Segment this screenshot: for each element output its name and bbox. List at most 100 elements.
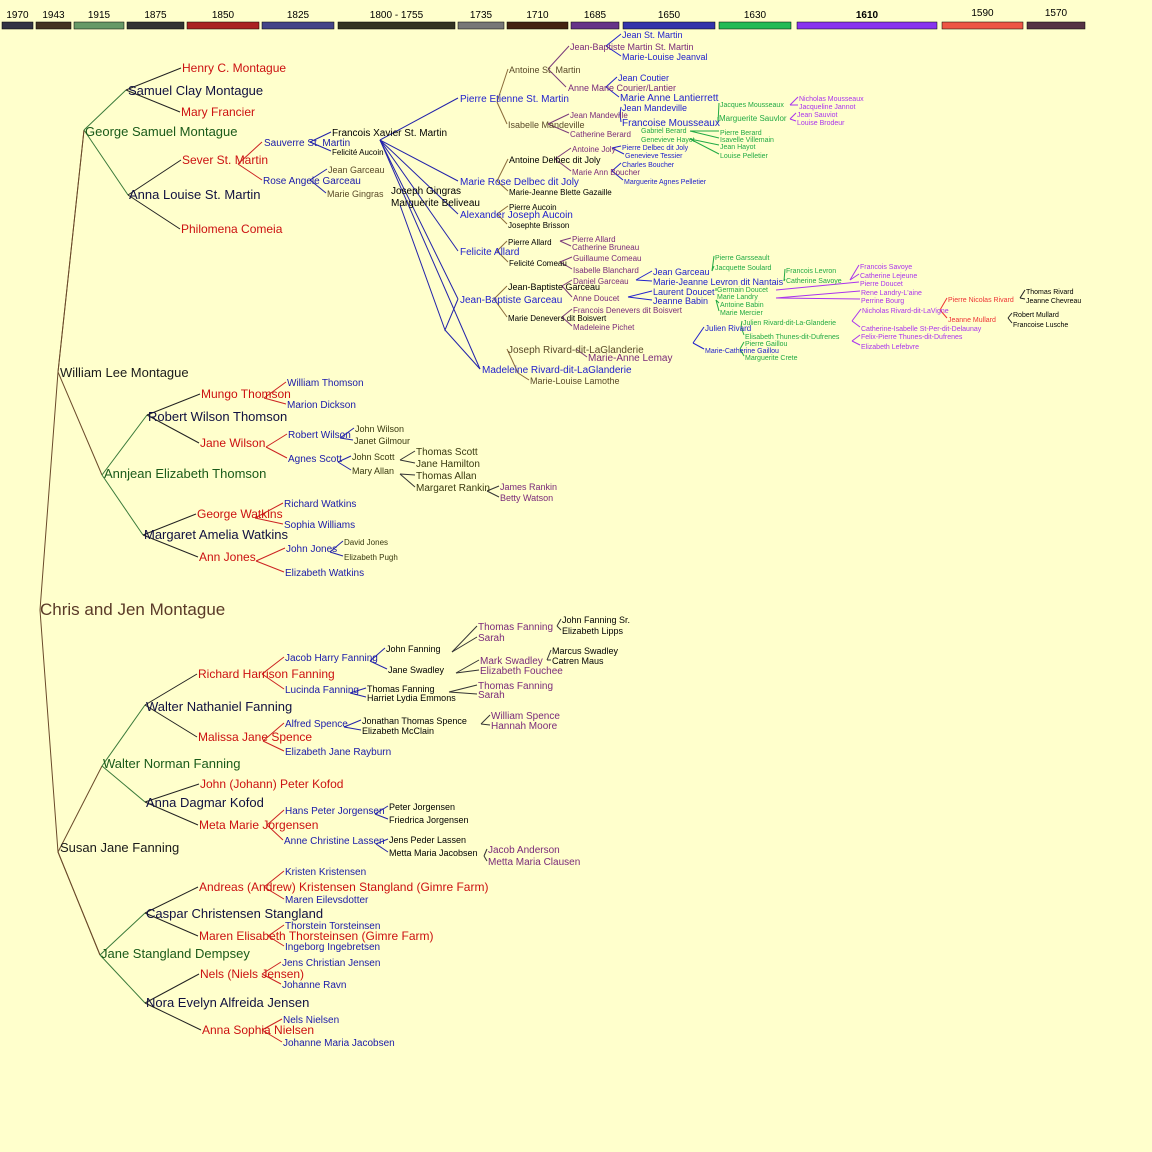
person-astm: Antoine St. Martin xyxy=(509,65,581,75)
era-label-5: 1825 xyxy=(287,10,310,21)
connector-line xyxy=(715,299,720,312)
connector-line xyxy=(255,547,286,562)
connector-line xyxy=(261,656,285,675)
connector-line xyxy=(559,256,573,263)
connector-line xyxy=(39,609,101,956)
connector-line xyxy=(57,371,103,476)
person-jbg: Jean-Baptiste Garceau xyxy=(460,295,562,306)
person-ivil: Isavelle Villemain xyxy=(720,137,774,144)
connector-line xyxy=(237,163,263,181)
person-dgar: Daniel Garceau xyxy=(573,277,629,286)
connector-line xyxy=(255,560,285,573)
person-rag: Rose Angele Garceau xyxy=(263,176,361,187)
person-msau: Marguerite Sauvlor xyxy=(719,114,787,123)
era-label-6: 1800 - 1755 xyxy=(370,10,424,21)
person-mjs: Malissa Jane Spence xyxy=(198,730,312,744)
connector-line xyxy=(265,433,288,448)
connector-line xyxy=(775,281,860,291)
connector-line xyxy=(266,824,284,841)
connector-line xyxy=(605,33,622,47)
person-jbris: Josephte Brisson xyxy=(508,221,569,230)
connector-line xyxy=(547,113,570,125)
connector-line xyxy=(480,723,491,726)
person-jsou: Jacquette Soulard xyxy=(715,265,772,272)
connector-line xyxy=(851,308,862,322)
person-rwat: Richard Watkins xyxy=(284,499,356,510)
connector-line xyxy=(309,141,332,152)
era-bar-13 xyxy=(941,21,1024,30)
connector-line xyxy=(775,290,861,299)
person-jbab: Jeanne Babin xyxy=(653,296,708,306)
person-wnf: Walter Norman Fanning xyxy=(103,756,241,771)
connector-line xyxy=(483,848,488,857)
connector-line xyxy=(455,669,480,674)
person-mswad: Marcus Swadley xyxy=(552,646,619,656)
person-mmcl: Metta Maria Clausen xyxy=(488,857,580,868)
connector-line xyxy=(517,372,530,381)
era-label-11: 1630 xyxy=(744,10,767,21)
person-mcg: Marie-Catherine Gaillou xyxy=(705,348,779,355)
person-jgil: Janet Gilmour xyxy=(354,436,410,446)
connector-line xyxy=(451,636,478,653)
person-nefj: Nora Evelyn Alfreida Jensen xyxy=(146,995,309,1010)
connector-line xyxy=(399,459,416,464)
era-bar-0 xyxy=(1,21,34,30)
connector-line xyxy=(399,473,416,476)
person-lpel: Louise Pelletier xyxy=(720,153,769,160)
connector-line xyxy=(496,240,508,252)
connector-line xyxy=(692,326,705,344)
connector-line xyxy=(399,450,416,461)
person-alsm: Anna Louise St. Martin xyxy=(129,187,261,202)
person-fxsm: Francois Xavier St. Martin xyxy=(332,128,447,139)
person-paucoin: Pierre Aucoin xyxy=(509,203,557,212)
era-bar-7 xyxy=(457,21,505,30)
person-cber: Catherine Berard xyxy=(570,130,631,139)
person-hmoo: Hannah Moore xyxy=(491,721,558,732)
connector-line xyxy=(939,309,948,319)
connector-line xyxy=(554,147,572,160)
person-jsd: Jane Stangland Dempsey xyxy=(101,946,250,961)
person-mjln: Marie-Jeanne Levron dit Nantais xyxy=(653,277,784,287)
connector-line xyxy=(1007,317,1013,324)
person-gber: Gabriel Berard xyxy=(641,128,687,135)
person-adj: Antoine Delbec dit Joly xyxy=(509,155,601,165)
person-mll: Marie-Louise Lamothe xyxy=(530,376,620,386)
connector-line xyxy=(851,334,861,342)
connector-line xyxy=(739,341,745,350)
person-ma: Mary Allan xyxy=(352,466,394,476)
connector-line xyxy=(496,213,508,225)
person-jswad: Jane Swadley xyxy=(388,665,445,675)
person-fj: Friedrica Jorgensen xyxy=(389,815,469,825)
person-jham: Jane Hamilton xyxy=(416,459,480,470)
person-mlan: Marie Landry xyxy=(717,294,758,301)
person-gw: George Watkins xyxy=(197,507,283,521)
connector-line xyxy=(125,67,182,91)
person-maw: Margaret Amelia Watkins xyxy=(144,527,289,542)
era-label-1: 1943 xyxy=(42,10,65,21)
connector-line xyxy=(379,139,459,215)
era-label-12: 1610 xyxy=(856,10,879,21)
person-nmous: Nicholas Mousseaux xyxy=(799,96,864,103)
connector-line xyxy=(575,348,588,358)
connector-line xyxy=(559,237,572,242)
connector-line xyxy=(337,455,352,463)
person-falla: Felicite Allard xyxy=(460,247,519,258)
person-gsm: George Samuel Montague xyxy=(85,124,237,139)
connector-line xyxy=(547,68,567,88)
connector-line xyxy=(939,297,948,311)
era-bar-8 xyxy=(506,21,569,30)
connector-line xyxy=(375,838,389,845)
era-label-8: 1710 xyxy=(526,10,549,21)
connector-line xyxy=(711,255,715,272)
connector-line xyxy=(1019,297,1026,300)
connector-line xyxy=(254,517,284,525)
person-mbel: Marguerite Beliveau xyxy=(391,198,480,209)
person-ssm: Sever St. Martin xyxy=(182,153,268,167)
connector-line xyxy=(343,719,362,728)
connector-line xyxy=(101,704,146,767)
person-rll: Rene Landry-L'aine xyxy=(861,290,922,297)
connector-line xyxy=(263,397,287,405)
person-ghay: Genevieve Hayot xyxy=(641,137,695,144)
connector-line xyxy=(261,961,282,975)
